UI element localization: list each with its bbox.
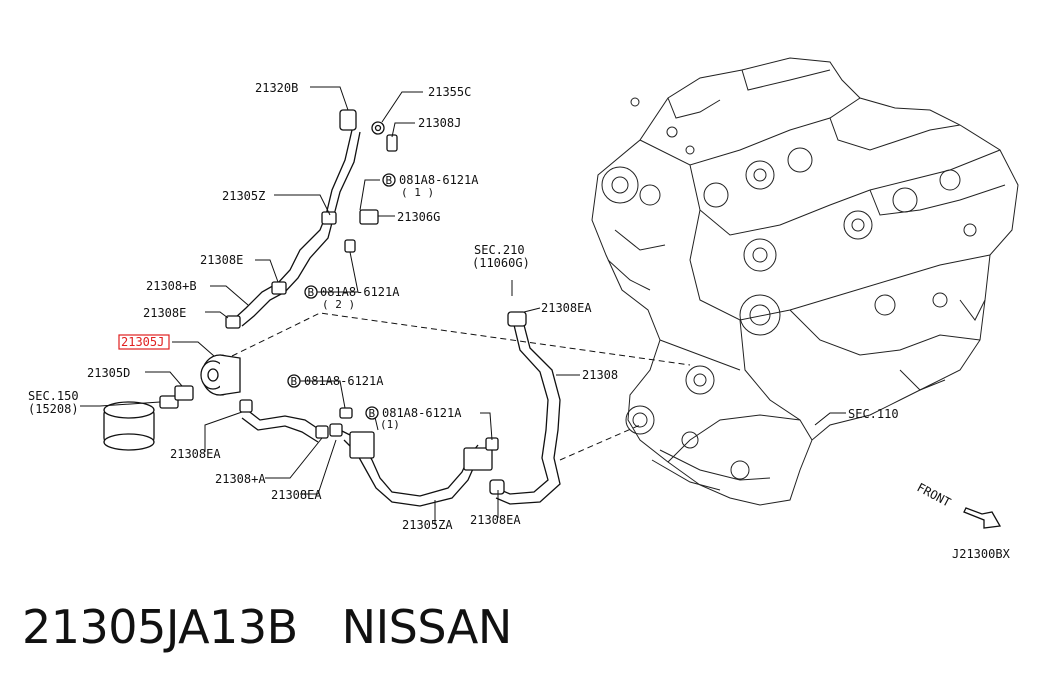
label-21308E-top: 21308E bbox=[200, 253, 243, 267]
label-sec110: SEC.110 bbox=[848, 407, 899, 421]
fittings-top bbox=[225, 109, 398, 329]
label-21308B: 21308+B bbox=[146, 279, 197, 293]
part-number: 21305JA13B bbox=[22, 600, 298, 654]
bolt-marker-letter: B bbox=[386, 174, 393, 187]
label-21308E-mid: 21308E bbox=[143, 306, 186, 320]
hose-21308 bbox=[489, 280, 561, 505]
label-21308EA-bottom2: 21308EA bbox=[470, 513, 521, 527]
bolt-marker-letter: B bbox=[369, 407, 376, 420]
parts-diagram: 21320B 21355C 21308J B 081A8-6121A ( 1 )… bbox=[28, 57, 1019, 561]
label-081A8-6121A-4: 081A8-6121A bbox=[382, 406, 462, 420]
label-081A8-6121A-3: 081A8-6121A bbox=[304, 374, 384, 388]
label-081A8-6121A-1: 081A8-6121A bbox=[399, 173, 479, 187]
leader-lines bbox=[80, 86, 846, 525]
label-sec150-ref: (15208) bbox=[28, 402, 79, 416]
label-21355C: 21355C bbox=[428, 85, 471, 99]
label-qty-1: ( 1 ) bbox=[401, 186, 434, 199]
bolt-marker-icon bbox=[365, 406, 379, 420]
label-front: FRONT bbox=[915, 480, 953, 509]
bolt-marker-icon bbox=[304, 285, 318, 299]
label-21306G: 21306G bbox=[397, 210, 440, 224]
label-21305Z: 21305Z bbox=[222, 189, 265, 203]
label-21308EA-left: 21308EA bbox=[170, 447, 221, 461]
bolt-marker-letter: B bbox=[308, 286, 315, 299]
label-21305ZA: 21305ZA bbox=[402, 518, 453, 532]
label-21308J: 21308J bbox=[418, 116, 461, 130]
label-21308EA-bottom: 21308EA bbox=[271, 488, 322, 502]
highlight-box-21305J bbox=[118, 334, 170, 350]
label-diagram-code: J21300BX bbox=[952, 547, 1011, 561]
caption: 21305JA13B NISSAN bbox=[22, 600, 512, 654]
label-21308: 21308 bbox=[582, 368, 618, 382]
label-21305D: 21305D bbox=[87, 366, 130, 380]
front-arrow-icon: FRONT bbox=[915, 480, 1002, 529]
oil-cooler-hose-upper bbox=[234, 129, 361, 327]
oil-cooler-21305J bbox=[200, 354, 241, 396]
brand-name: NISSAN bbox=[341, 600, 513, 654]
label-qty-4: (1) bbox=[380, 418, 400, 431]
bolt-marker-icon bbox=[382, 173, 396, 187]
oil-filter bbox=[103, 385, 194, 451]
oil-cooler-tube-21305ZA bbox=[329, 407, 499, 507]
label-sec150: SEC.150 bbox=[28, 389, 79, 403]
label-21305J: 21305J bbox=[121, 335, 164, 349]
label-qty-2: ( 2 ) bbox=[322, 298, 355, 311]
label-21308EA-right: 21308EA bbox=[541, 301, 592, 315]
label-sec210: SEC.210 bbox=[474, 243, 525, 257]
bolt-marker-icon bbox=[287, 374, 301, 388]
label-21308A: 21308+A bbox=[215, 472, 266, 486]
engine-block-illustration bbox=[591, 57, 1019, 506]
label-21320B: 21320B bbox=[255, 81, 298, 95]
oil-cooler-hose-lower bbox=[239, 399, 329, 443]
label-sec210-ref: (11060G) bbox=[472, 256, 530, 270]
bolt-marker-letter: B bbox=[291, 375, 298, 388]
alignment-dashes bbox=[231, 312, 691, 461]
label-081A8-6121A-2: 081A8-6121A bbox=[320, 285, 400, 299]
